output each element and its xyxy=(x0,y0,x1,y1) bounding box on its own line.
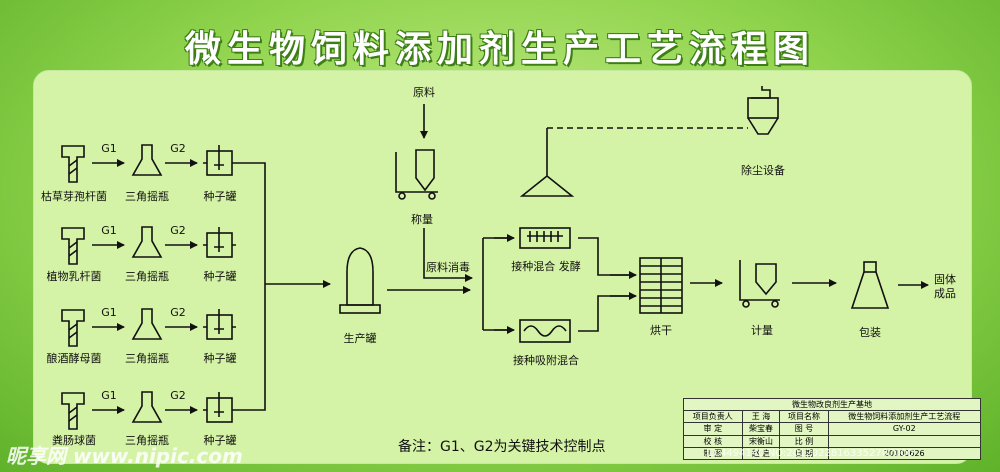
title-block-cell: 比 例 xyxy=(779,434,829,448)
dust-collector-label: 除尘设备 xyxy=(741,164,785,177)
title-block-cell: 项目名称 xyxy=(779,410,829,424)
seed-tank-agitator xyxy=(203,392,236,417)
sterilize-label: 原料消毒 xyxy=(426,261,470,274)
production-tank-icon xyxy=(339,247,381,314)
control-point-g1: G1 xyxy=(101,142,117,155)
seed-tank-agitator xyxy=(203,227,236,252)
weighing-cart-icon xyxy=(395,149,438,200)
production-tank-label: 生产罐 xyxy=(343,332,377,345)
title-block-cell: 项目负责人 xyxy=(683,410,743,424)
culture-tube-stripes xyxy=(68,159,78,175)
flask-icon xyxy=(131,226,163,258)
culture-tube-icon xyxy=(61,145,85,183)
title-block-cell: 制 图 xyxy=(683,446,743,461)
culture-tube-stripes xyxy=(68,323,78,339)
pack-label: 包装 xyxy=(859,326,881,339)
collector-bracket xyxy=(236,162,266,411)
dryer-label: 烘干 xyxy=(650,324,672,337)
seed-tank-label: 种子罐 xyxy=(203,434,237,447)
strain-label: 枯草芽孢杆菌 xyxy=(41,190,107,203)
product-label-line2: 成品 xyxy=(934,287,956,300)
title-block-cell: 图 号 xyxy=(779,422,829,436)
flask-icon xyxy=(131,391,163,423)
culture-tube-stripes xyxy=(68,406,78,422)
dryer-icon xyxy=(639,257,683,314)
control-point-g2: G2 xyxy=(170,224,186,237)
strain-rows xyxy=(61,144,236,430)
title-block-cell xyxy=(827,434,982,448)
merge-lines xyxy=(578,237,630,332)
control-point-g1: G1 xyxy=(101,224,117,237)
weigh-label: 称量 xyxy=(411,213,433,226)
control-point-g2: G2 xyxy=(170,389,186,402)
metering-cart-icon xyxy=(739,260,780,308)
strain-label: 酿酒酵母菌 xyxy=(46,352,102,365)
watermark-id: ID:4494140 NO:20120228163352707000 xyxy=(706,448,914,459)
title-block-table: 微生物改良剂生产基地 项目负责人 王 海 项目名称 微生物饲料添加剂生产工艺流程… xyxy=(683,397,982,461)
title-block-cell: 20100626 xyxy=(827,446,982,461)
control-point-g2: G2 xyxy=(170,142,186,155)
title-block-cell: 王 海 xyxy=(741,410,781,424)
flask-label: 三角摇瓶 xyxy=(125,270,169,283)
title-block-cell: 微生物饲料添加剂生产工艺流程 xyxy=(827,410,982,424)
title-block-header: 微生物改良剂生产基地 xyxy=(683,397,981,412)
title-block-cell: 校 核 xyxy=(683,434,743,448)
flask-label: 三角摇瓶 xyxy=(125,434,169,447)
title-block-cell: 日 期 xyxy=(779,446,829,461)
ferment-label: 接种混合 发酵 xyxy=(511,260,581,273)
seed-tank-agitator xyxy=(203,145,236,170)
title-block-cell: 柴宝春 xyxy=(741,422,781,436)
adsorb-label: 接种吸附混合 xyxy=(513,354,579,367)
meter-label: 计量 xyxy=(751,324,773,337)
seed-tank-agitator xyxy=(203,309,236,334)
split-lines xyxy=(482,237,512,331)
line-weigh-to-sterilize xyxy=(423,228,473,282)
culture-tube-icon xyxy=(61,392,85,430)
strain-label: 粪肠球菌 xyxy=(52,434,96,447)
culture-tube-stripes xyxy=(68,241,78,257)
flask-label: 三角摇瓶 xyxy=(125,190,169,203)
flask-icon xyxy=(131,144,163,176)
footnote: 备注：G1、G2为关键技术控制点 xyxy=(398,439,606,455)
seed-tank-label: 种子罐 xyxy=(203,270,237,283)
control-point-g2: G2 xyxy=(170,306,186,319)
product-label-line1: 固体 xyxy=(934,273,956,286)
culture-tube-icon xyxy=(61,309,85,347)
watermark: 昵享网 www.nipic.com xyxy=(6,444,243,468)
strain-label: 植物乳杆菌 xyxy=(46,270,102,283)
adsorb-mixer-icon xyxy=(519,319,571,343)
culture-tube-icon xyxy=(61,227,85,265)
seed-tank-label: 种子罐 xyxy=(203,190,237,203)
dust-collector-icon xyxy=(519,86,779,197)
ferment-vessel-icon xyxy=(519,227,571,249)
control-point-g1: G1 xyxy=(101,306,117,319)
raw-material-label: 原料 xyxy=(413,86,435,99)
control-point-g1: G1 xyxy=(101,389,117,402)
flask-label: 三角摇瓶 xyxy=(125,352,169,365)
title-block-cell: 宋衡山 xyxy=(741,434,781,448)
flask-icon xyxy=(131,308,163,340)
title-block-cell: GY-02 xyxy=(827,422,982,436)
title-block-cell: 审 定 xyxy=(683,422,743,436)
seed-tank-label: 种子罐 xyxy=(203,352,237,365)
packing-icon xyxy=(850,261,890,309)
page-title: 微生物饲料添加剂生产工艺流程图 xyxy=(184,29,815,70)
